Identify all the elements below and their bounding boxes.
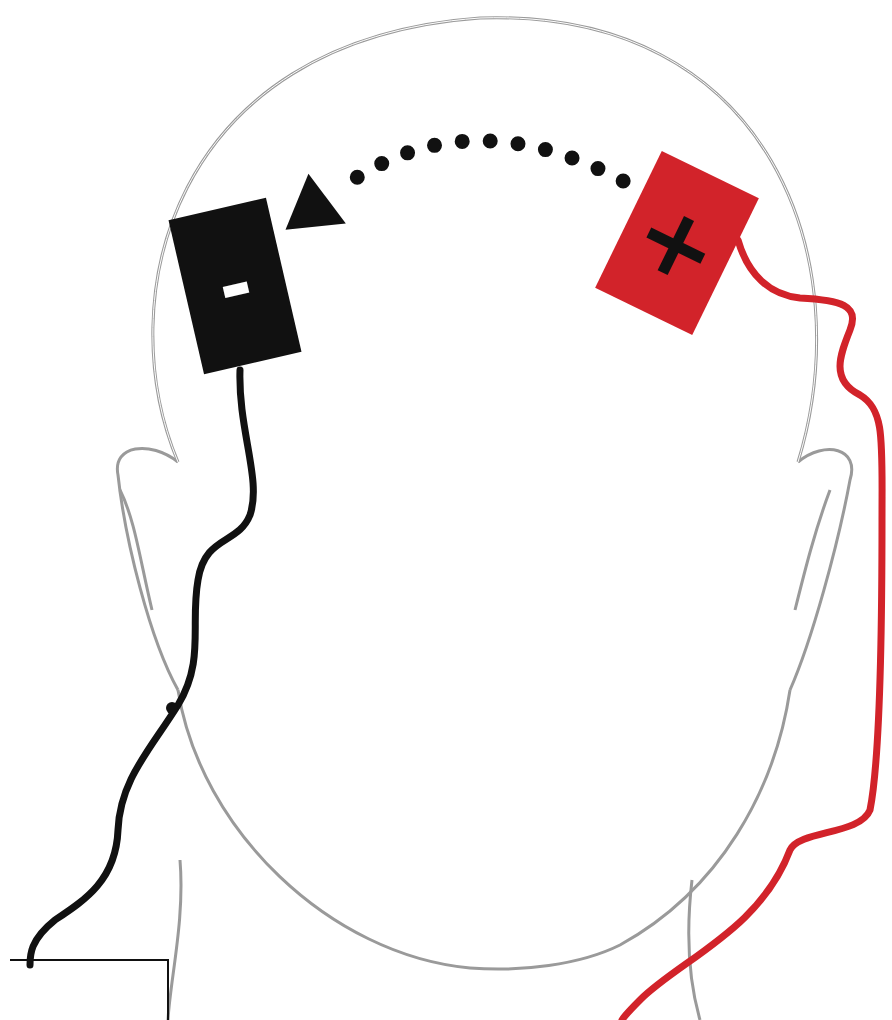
wire-clip — [166, 702, 178, 714]
polarity-sign: - — [210, 243, 260, 328]
polarity-sign: + — [620, 182, 734, 304]
dotted-line — [338, 141, 623, 191]
current-flow-arrow — [285, 141, 623, 230]
anode-wire — [622, 240, 882, 1020]
head-outline — [117, 18, 851, 1020]
arrowhead — [285, 174, 345, 230]
corner-line — [10, 960, 168, 1020]
cathode-wire — [30, 370, 253, 965]
cathode-electrode: - — [169, 198, 302, 374]
